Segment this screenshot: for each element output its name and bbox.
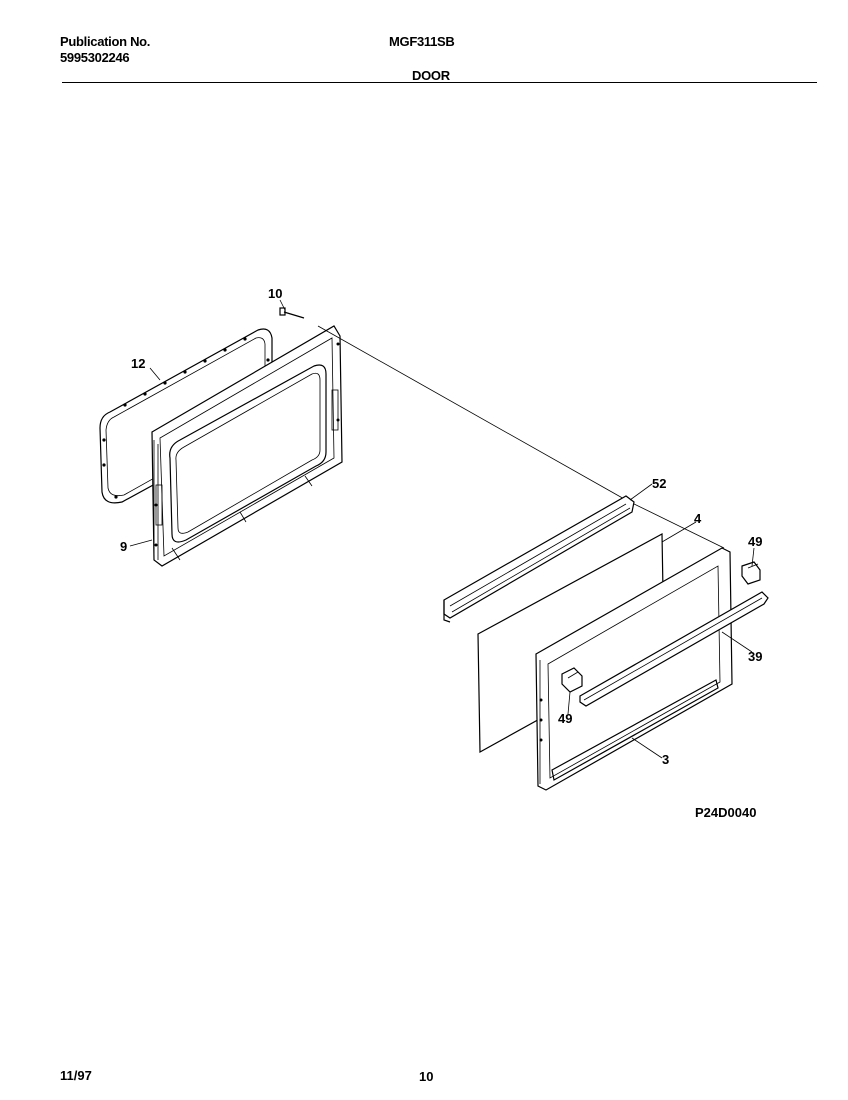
handle-end-cap-left	[561, 667, 583, 693]
header-rule	[62, 82, 817, 83]
callout-12: 12	[131, 356, 145, 371]
callout-9: 9	[120, 539, 127, 554]
top-trim	[443, 495, 635, 623]
callout-3: 3	[662, 752, 669, 767]
drawing-code: P24D0040	[695, 805, 756, 820]
callout-49-left: 49	[558, 711, 572, 726]
callout-10: 10	[268, 286, 282, 301]
publication-number: 5995302246	[60, 50, 130, 65]
inner-door-liner	[151, 325, 343, 567]
callout-39: 39	[748, 649, 762, 664]
footer-date: 11/97	[60, 1068, 92, 1083]
handle-end-cap-right	[741, 561, 761, 585]
callout-4: 4	[694, 511, 702, 526]
door-handle	[579, 591, 769, 707]
publication-label: Publication No.	[60, 34, 151, 49]
section-title: DOOR	[412, 68, 450, 83]
page-number: 10	[419, 1069, 434, 1084]
callout-49-right: 49	[748, 534, 762, 549]
callout-52: 52	[652, 476, 666, 491]
screw-part	[279, 307, 305, 319]
model-number: MGF311SB	[389, 34, 455, 49]
